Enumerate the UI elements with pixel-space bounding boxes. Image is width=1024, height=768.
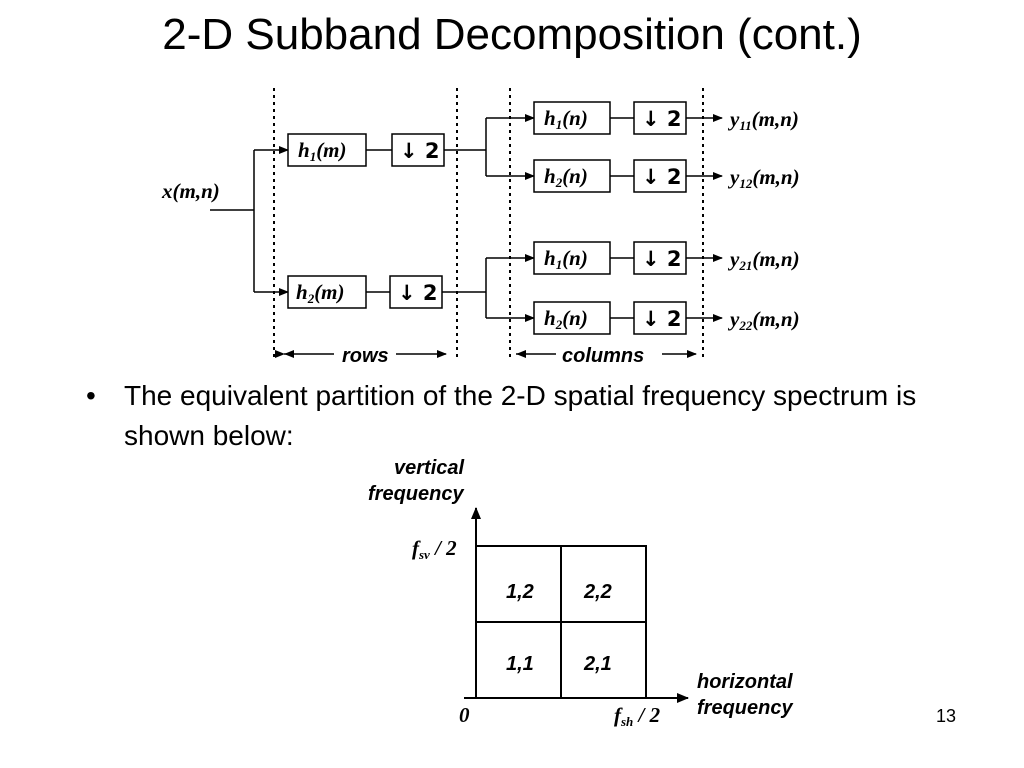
column-branch-2: h2(n) ↓ 2 y12(m,n) — [533, 159, 800, 193]
bullet-symbol: • — [86, 380, 96, 411]
column-branch-3: h1(n) ↓ 2 y21(m,n) — [533, 241, 800, 275]
column-branch-1: h1(n) ↓ 2 y11(m,n) — [533, 101, 799, 135]
columns-label: columns — [562, 345, 644, 367]
output-label-1: y11(m,n) — [727, 107, 799, 133]
column-filter-label-3: h1(n) — [544, 246, 588, 272]
input-label: x(m,n) — [161, 179, 220, 203]
column-downsampler-label-2: ↓ 2 — [642, 165, 682, 189]
row-downsampler-label-1: ↓ 2 — [400, 139, 440, 163]
column-filter-label-2: h2(n) — [544, 164, 588, 190]
row-filter-box-2 — [287, 275, 367, 309]
slide-title: 2-D Subband Decomposition (cont.) — [162, 10, 862, 59]
row-filter-label-1: h1(m) — [298, 138, 347, 164]
output-label-2: y12(m,n) — [727, 165, 800, 191]
row-downsampler-box-1 — [391, 133, 445, 167]
column-downsampler-label-4: ↓ 2 — [642, 307, 682, 331]
page-number: 13 — [936, 706, 957, 726]
column-downsampler-label-1: ↓ 2 — [642, 107, 682, 131]
column-filter-label-4: h2(n) — [544, 306, 588, 332]
bullet-text: The equivalent partition of the 2-D spat… — [124, 380, 917, 451]
column-downsampler-label-3: ↓ 2 — [642, 247, 682, 271]
bullet-point: • The equivalent partition of the 2-D sp… — [86, 376, 936, 456]
column-branch-4: h2(n) ↓ 2 y22(m,n) — [533, 301, 800, 335]
output-label-4: y22(m,n) — [727, 307, 800, 333]
column-filter-label-1: h1(n) — [544, 106, 588, 132]
row-filter-label-2: h2(m) — [296, 280, 345, 306]
row-downsampler-label-2: ↓ 2 — [398, 281, 438, 305]
rows-label: rows — [342, 345, 389, 367]
output-label-3: y21(m,n) — [727, 247, 800, 273]
